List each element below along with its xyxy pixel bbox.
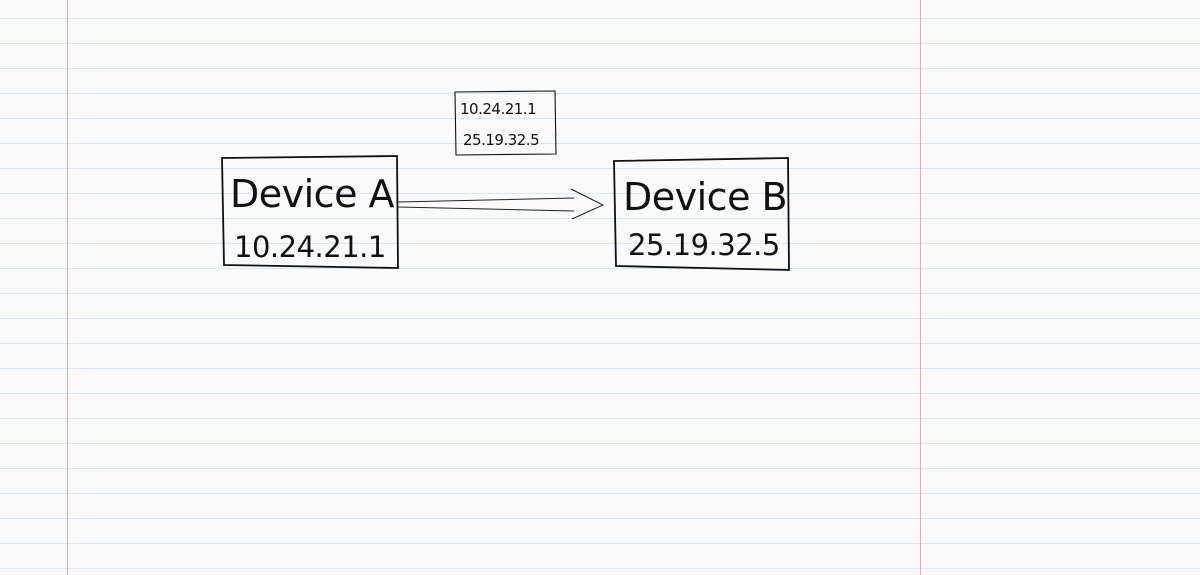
device-b-box xyxy=(613,157,790,271)
device-a-ip: 10.24.21.1 xyxy=(234,230,386,264)
packet-box xyxy=(454,90,557,156)
right-margin-line xyxy=(920,0,921,575)
device-b-name: Device B xyxy=(623,175,788,219)
device-a-name: Device A xyxy=(230,172,395,216)
left-margin-line xyxy=(67,0,68,575)
device-a-box xyxy=(221,155,399,269)
arrow-a-to-b xyxy=(397,188,605,220)
packet-source-ip: 10.24.21.1 xyxy=(460,100,537,118)
packet-destination-ip: 25.19.32.5 xyxy=(463,131,540,149)
device-b-ip: 25.19.32.5 xyxy=(628,228,780,262)
